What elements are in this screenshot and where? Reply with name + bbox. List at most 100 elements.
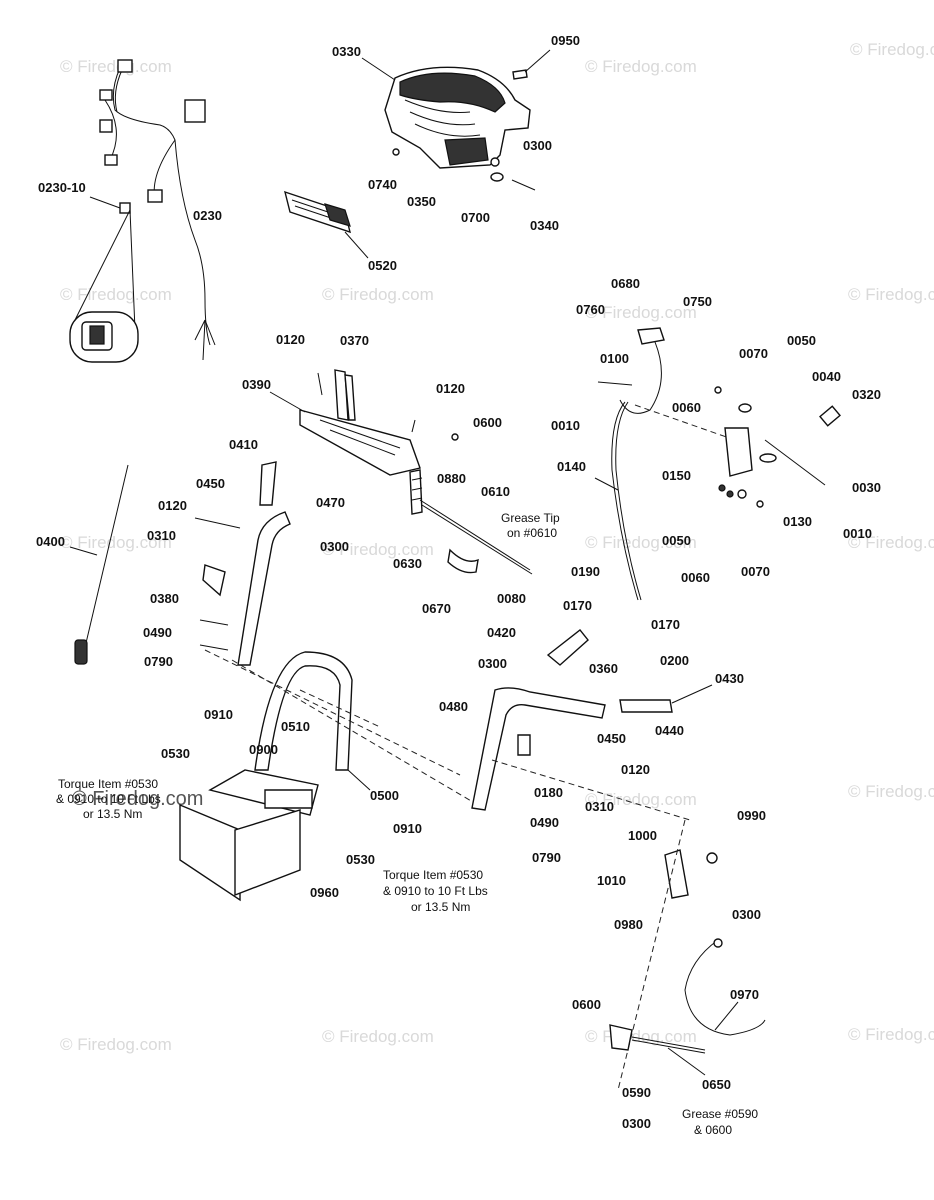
headlight-part	[284, 190, 351, 234]
callout-0300: 0300	[478, 656, 507, 671]
callout-0950: 0950	[551, 33, 580, 48]
callout-0600: 0600	[572, 997, 601, 1012]
callout-0530: 0530	[161, 746, 190, 761]
lower-linkage-part	[609, 819, 766, 1091]
callouts: 0330 0950 0300 0740 0350 0700 0340 0520 …	[36, 33, 881, 1137]
callout-0360: 0360	[589, 661, 618, 676]
callout-0510: 0510	[281, 719, 310, 734]
callout-0300: 0300	[523, 138, 552, 153]
callout-0610: 0610	[481, 484, 510, 499]
callout-0980: 0980	[614, 917, 643, 932]
callout-0670: 0670	[422, 601, 451, 616]
callout-0120: 0120	[276, 332, 305, 347]
callout-0380: 0380	[150, 591, 179, 606]
callout-0790: 0790	[532, 850, 561, 865]
callout-0450: 0450	[597, 731, 626, 746]
watermark: © Firedog.com	[848, 533, 934, 552]
callout-0100: 0100	[600, 351, 629, 366]
callout-0480: 0480	[439, 699, 468, 714]
callout-0060: 0060	[672, 400, 701, 415]
callout-0970: 0970	[730, 987, 759, 1002]
callout-0990: 0990	[737, 808, 766, 823]
callout-0490: 0490	[143, 625, 172, 640]
callout-0740: 0740	[368, 177, 397, 192]
note-torque-left: or 13.5 Nm	[83, 807, 142, 821]
callout-0150: 0150	[662, 468, 691, 483]
watermark: © Firedog.com	[60, 57, 172, 76]
callout-0590: 0590	[622, 1085, 651, 1100]
callout-0760: 0760	[576, 302, 605, 317]
upper-console-part	[299, 369, 533, 575]
note-torque-mid: & 0910 to 10 Ft Lbs	[383, 884, 488, 898]
callout-0120: 0120	[158, 498, 187, 513]
callout-0180: 0180	[534, 785, 563, 800]
callout-0230: 0230	[193, 208, 222, 223]
callout-0960: 0960	[310, 885, 339, 900]
callout-0010: 0010	[551, 418, 580, 433]
callout-0140: 0140	[557, 459, 586, 474]
callout-0520: 0520	[368, 258, 397, 273]
note-grease-tip: Grease Tip	[501, 511, 560, 525]
callout-0600: 0600	[473, 415, 502, 430]
callout-0500: 0500	[370, 788, 399, 803]
callout-0050: 0050	[787, 333, 816, 348]
callout-0440: 0440	[655, 723, 684, 738]
callout-0310: 0310	[147, 528, 176, 543]
watermark: © Firedog.com	[848, 1025, 934, 1044]
watermark: © Firedog.com	[322, 285, 434, 304]
callout-0490: 0490	[530, 815, 559, 830]
callout-0120: 0120	[621, 762, 650, 777]
callout-0060: 0060	[681, 570, 710, 585]
callout-0680: 0680	[611, 276, 640, 291]
watermark: © Firedog.com	[322, 1027, 434, 1046]
callout-0790: 0790	[144, 654, 173, 669]
watermark: © Firedog.com	[585, 533, 697, 552]
lower-frame-part	[179, 649, 479, 902]
callout-0190: 0190	[571, 564, 600, 579]
callout-0390: 0390	[242, 377, 271, 392]
dashboard-cover-part	[384, 66, 536, 191]
watermark: © Firedog.com	[585, 57, 697, 76]
watermark: © Firedog.com	[60, 533, 172, 552]
callout-0910: 0910	[393, 821, 422, 836]
callout-0300: 0300	[732, 907, 761, 922]
callout-0420: 0420	[487, 625, 516, 640]
callout-0120: 0120	[436, 381, 465, 396]
callout-0040: 0040	[812, 369, 841, 384]
callout-0330: 0330	[332, 44, 361, 59]
callout-0900: 0900	[249, 742, 278, 757]
left-handle-part	[74, 461, 291, 666]
callout-0320: 0320	[852, 387, 881, 402]
callout-0430: 0430	[715, 671, 744, 686]
wiring-harness-part	[69, 59, 216, 363]
callout-0410: 0410	[229, 437, 258, 452]
callout-0880: 0880	[437, 471, 466, 486]
watermark: © Firedog.com	[848, 782, 934, 801]
callout-0750: 0750	[683, 294, 712, 309]
callout-0530: 0530	[346, 852, 375, 867]
callout-0910: 0910	[204, 707, 233, 722]
note-torque-left: & 0910 to 10 Ft Lbs	[56, 792, 161, 806]
callout-0050: 0050	[662, 533, 691, 548]
callout-0170: 0170	[651, 617, 680, 632]
watermark: © Firedog.com	[72, 788, 203, 810]
watermark: © Firedog.com	[585, 790, 697, 809]
watermark: © Firedog.com	[585, 1027, 697, 1046]
note-torque-mid: Torque Item #0530	[383, 868, 483, 882]
callout-0470: 0470	[316, 495, 345, 510]
callout-0370: 0370	[340, 333, 369, 348]
callout-0200: 0200	[660, 653, 689, 668]
callout-0310: 0310	[585, 799, 614, 814]
note-grease-tip: on #0610	[507, 526, 557, 540]
note-grease-bottom: Grease #0590	[682, 1107, 758, 1121]
callout-0300: 0300	[320, 539, 349, 554]
callout-0700: 0700	[461, 210, 490, 225]
callout-0300: 0300	[622, 1116, 651, 1131]
callout-0400: 0400	[36, 534, 65, 549]
callout-0450: 0450	[196, 476, 225, 491]
watermarks: © Firedog.com © Firedog.com © Firedog.co…	[60, 40, 934, 1054]
callout-0070: 0070	[741, 564, 770, 579]
callout-1010: 1010	[597, 873, 626, 888]
